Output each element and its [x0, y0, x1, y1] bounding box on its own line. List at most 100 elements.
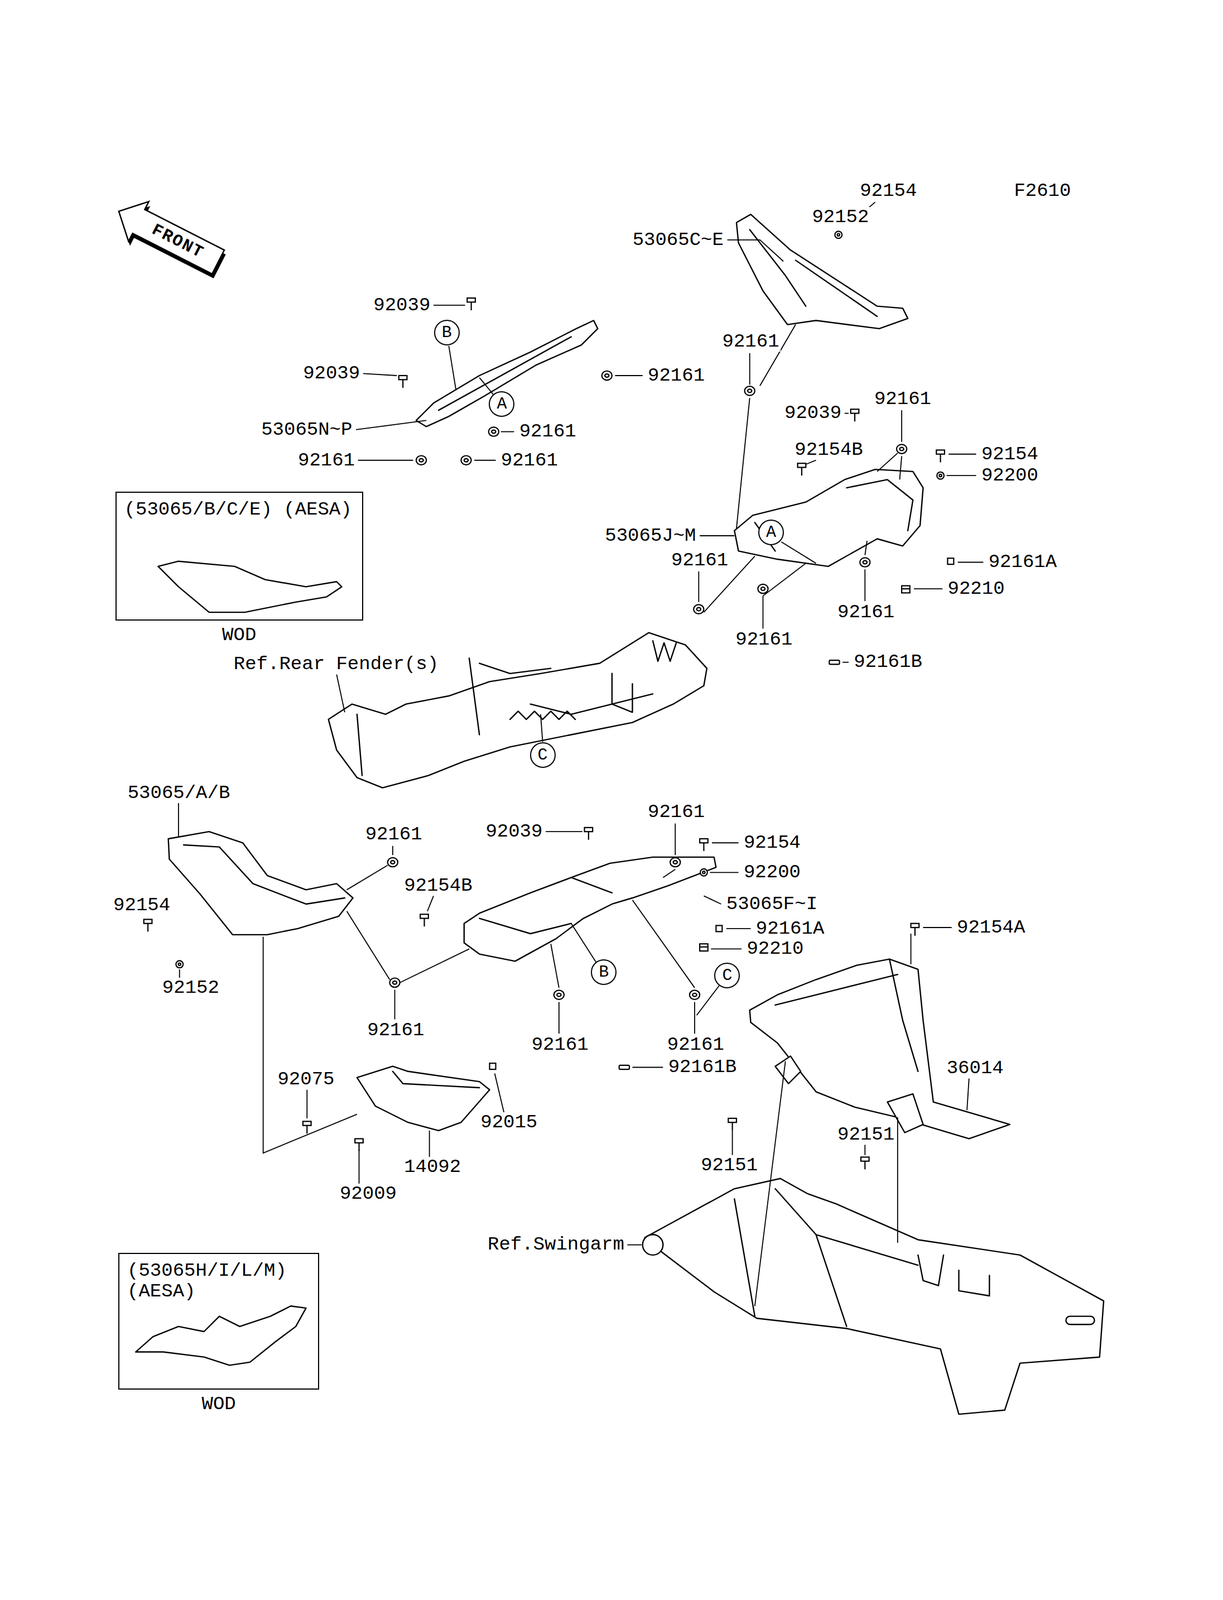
part-outline — [734, 469, 923, 567]
fastener — [670, 857, 681, 867]
fastener — [939, 454, 941, 463]
fastener — [860, 1156, 870, 1161]
arrow-shape — [108, 191, 229, 282]
part-number: 92154 — [112, 894, 172, 916]
fastener — [306, 1125, 308, 1134]
fastener — [420, 913, 429, 918]
part-number: 92009 — [338, 1183, 398, 1204]
fastener — [914, 927, 916, 936]
fastener — [302, 1120, 312, 1125]
reference-letter: C — [721, 966, 733, 984]
fastener — [702, 870, 705, 874]
part-number: 92161 — [646, 365, 706, 386]
part-number: 92039 — [783, 402, 843, 423]
reference-letter: A — [496, 395, 507, 413]
leader-line — [957, 561, 984, 563]
leader-line — [632, 899, 695, 988]
fastener — [416, 455, 427, 465]
fastener — [392, 980, 397, 985]
leader-line — [177, 802, 180, 837]
part-number: F2610 — [1012, 180, 1072, 201]
fastener — [901, 588, 910, 590]
part-outline — [734, 1188, 990, 1327]
fastener — [554, 989, 565, 999]
fastener — [464, 458, 469, 462]
leader-line — [474, 459, 496, 461]
part-number: 92161B — [667, 1056, 738, 1077]
part-number: 92210 — [946, 578, 1006, 599]
leader-line — [711, 841, 739, 844]
fastener — [689, 989, 700, 999]
leader-line — [427, 895, 434, 911]
part-outline — [392, 1071, 480, 1088]
leader-line — [864, 1144, 866, 1155]
leader-line — [263, 936, 358, 1153]
part-number: 92161B — [852, 651, 923, 672]
part-number: 92154A — [955, 917, 1027, 938]
leader-line — [694, 1001, 696, 1034]
fastener — [143, 208, 955, 1169]
part-number: 53065/A/B — [126, 782, 232, 803]
leader-line — [627, 1244, 642, 1246]
leader-line — [726, 927, 751, 929]
fastener — [936, 449, 945, 454]
fastener — [850, 408, 860, 413]
leader-line — [347, 911, 390, 980]
leader-line — [709, 871, 739, 873]
fastener — [939, 474, 942, 477]
leader-line — [479, 377, 494, 396]
leader-line — [336, 674, 345, 713]
fastener — [619, 1065, 630, 1070]
part-number: 53065N~P — [259, 419, 354, 440]
fastener — [556, 993, 561, 997]
leader-line — [494, 1072, 504, 1112]
fastener — [837, 233, 840, 236]
fastener — [398, 375, 408, 380]
fastener — [693, 604, 704, 614]
fastener — [696, 607, 701, 611]
fastener — [354, 1138, 364, 1143]
reference-circle: B — [434, 319, 460, 346]
fastener — [460, 455, 471, 465]
fastener — [423, 918, 425, 927]
fastener — [389, 978, 400, 987]
leader-line — [948, 453, 976, 455]
fastener — [466, 297, 476, 302]
leader-line — [347, 865, 388, 890]
part-number: 92152 — [161, 977, 221, 998]
leader-line — [899, 455, 902, 480]
fastener — [757, 584, 768, 594]
part-number: 92075 — [276, 1069, 336, 1090]
fastener — [692, 993, 697, 997]
fastener — [896, 444, 907, 454]
fastener — [936, 472, 945, 480]
part-number: 92161 — [499, 450, 560, 471]
part-number: 92161 — [530, 1034, 590, 1055]
leader-line — [358, 1149, 360, 1184]
fastener — [673, 860, 678, 864]
leader-line — [703, 895, 721, 904]
part-outline — [168, 831, 354, 935]
reference-letter: A — [766, 523, 777, 541]
part-outline — [644, 1178, 1104, 1414]
fastener — [801, 467, 803, 476]
fastener — [911, 923, 920, 928]
fastener — [744, 386, 755, 396]
leader-line — [844, 412, 849, 414]
part-outline — [749, 229, 878, 317]
part-number: 92161 — [364, 824, 424, 845]
part-outline — [135, 214, 1104, 1414]
part-number: 92161 — [666, 1034, 726, 1055]
leader-line — [429, 1130, 431, 1158]
leader-line — [864, 569, 866, 601]
reference-letter: C — [537, 746, 548, 764]
leader-line — [754, 1061, 786, 1307]
reference-letter: B — [441, 324, 452, 341]
fastener — [699, 838, 709, 843]
reference-circle: C — [530, 742, 556, 768]
part-number: 53065C~E — [631, 229, 725, 250]
leader-line — [433, 304, 466, 306]
part-number: 92152 — [810, 206, 870, 228]
fastener — [728, 1118, 737, 1123]
